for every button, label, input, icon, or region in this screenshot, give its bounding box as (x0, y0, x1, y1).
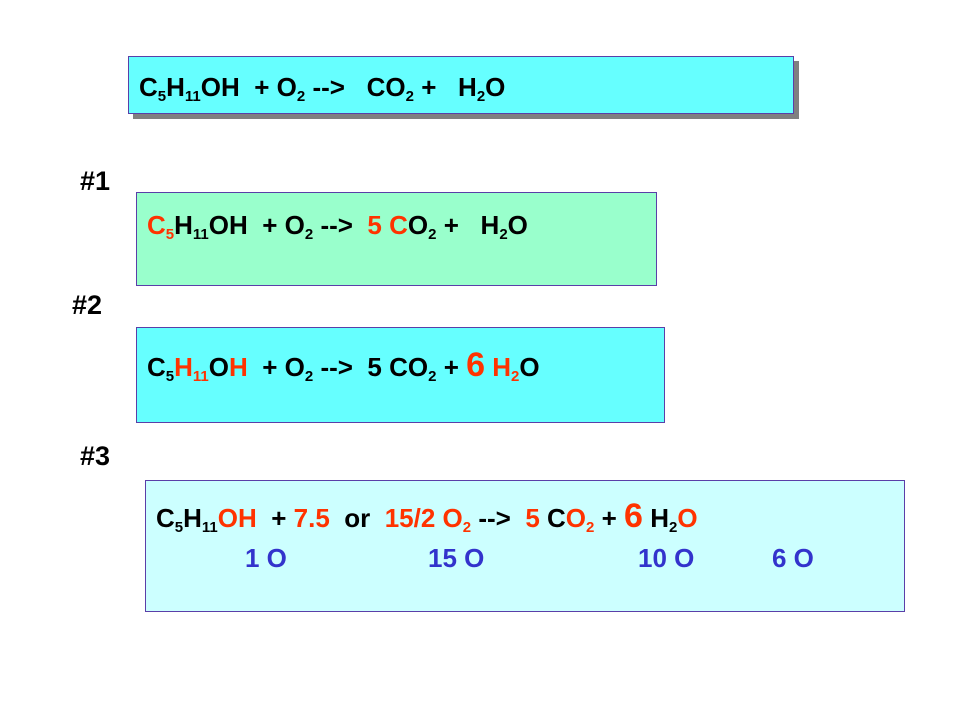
oxygen-count-reactant-alcohol: 1 O (245, 543, 287, 573)
equation-step-2: C5H11OH + O2 --> 5 CO2 + 6 H2O (147, 346, 540, 385)
step-label-3: #3 (80, 441, 111, 471)
equation-step-3: C5H11OH + 7.5 or 15/2 O2 --> 5 CO2 + 6 H… (156, 497, 698, 536)
equation-unbalanced: C5H11OH + O2 --> CO2 + H2O (139, 72, 506, 105)
oxygen-count-product-h2o: 6 O (772, 543, 814, 573)
equation-box-unbalanced: C5H11OH + O2 --> CO2 + H2O (128, 56, 794, 114)
step-label-1: #1 (80, 166, 111, 196)
equation-box-step-3: C5H11OH + 7.5 or 15/2 O2 --> 5 CO2 + 6 H… (145, 480, 905, 612)
oxygen-count-reactant-o2: 15 O (428, 543, 485, 573)
equation-step-1: C5H11OH + O2 --> 5 CO2 + H2O (147, 210, 528, 243)
step-label-2: #2 (72, 290, 103, 320)
equation-box-step-1: C5H11OH + O2 --> 5 CO2 + H2O (136, 192, 657, 286)
oxygen-count-product-co2: 10 O (638, 543, 695, 573)
equation-box-step-2: C5H11OH + O2 --> 5 CO2 + 6 H2O (136, 327, 665, 423)
